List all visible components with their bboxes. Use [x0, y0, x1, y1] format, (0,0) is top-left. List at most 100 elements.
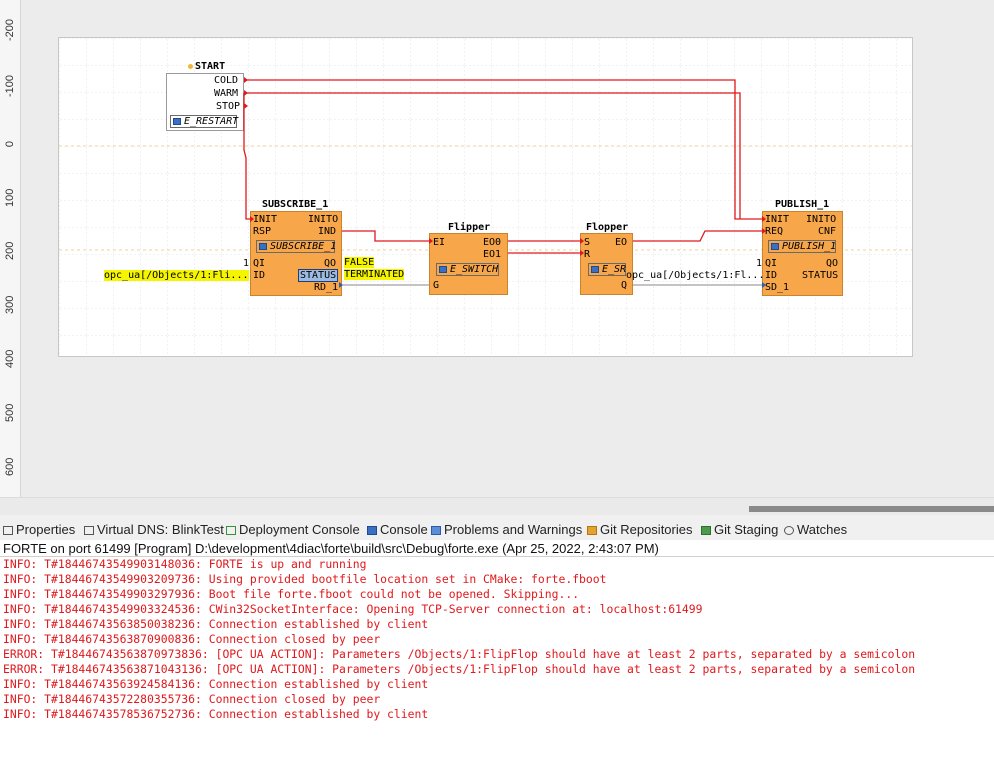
tab-console[interactable]: Console [367, 522, 428, 537]
fb-type-icon [173, 118, 181, 125]
event-pin-marker [244, 103, 248, 109]
start-event-stop[interactable]: STOP [216, 101, 241, 112]
subscribe-output-ind[interactable]: IND [318, 226, 337, 237]
horizontal-scrollbar-thumb[interactable] [749, 506, 994, 512]
publish-type-box[interactable]: PUBLISH_1 [768, 240, 836, 253]
subscribe-status-watch: TERMINATED [344, 269, 405, 280]
start-event-cold[interactable]: COLD [214, 75, 239, 86]
git-staging-icon [701, 526, 711, 535]
subscribe-type-box[interactable]: SUBSCRIBE_1 [256, 240, 336, 253]
publish-block[interactable] [762, 211, 843, 296]
flopper-output-eo[interactable]: EO [615, 237, 628, 248]
connection-flopper-eo-to-publish-req[interactable] [633, 230, 762, 242]
event-pin-marker [762, 216, 766, 222]
publish-output-status[interactable]: STATUS [802, 270, 839, 281]
console-line: INFO: T#18446743549903297936: Boot file … [3, 587, 580, 601]
subscribe-output-status[interactable]: STATUS [298, 269, 339, 282]
start-type-label: E_RESTART [184, 116, 239, 127]
console-process-header: FORTE on port 61499 [Program] D:\develop… [0, 540, 994, 557]
console-line: INFO: T#18446743549903324536: CWin32Sock… [3, 602, 703, 616]
publish-input-req[interactable]: REQ [765, 226, 784, 237]
tab-git-repositories[interactable]: Git Repositories [587, 522, 692, 537]
virtual-dns-icon [84, 526, 94, 535]
event-pin-marker [762, 228, 766, 234]
publish-output-qo[interactable]: QO [826, 258, 839, 269]
properties-icon [3, 526, 13, 535]
subscribe-output-rd1[interactable]: RD_1 [314, 282, 339, 293]
subscribe-output-qo[interactable]: QO [324, 258, 337, 269]
watches-icon [784, 526, 794, 535]
console-line: INFO: T#18446743563850038236: Connection… [3, 617, 429, 631]
tab-virtual-dns[interactable]: Virtual DNS: BlinkTest [84, 522, 224, 537]
event-pin-marker [580, 238, 584, 244]
publish-input-id[interactable]: ID [765, 270, 778, 281]
subscribe-input-rsp[interactable]: RSP [253, 226, 272, 237]
subscribe-input-init[interactable]: INIT [253, 214, 278, 225]
problems-icon [431, 526, 441, 535]
flipper-type-box[interactable]: E_SWITCH [436, 263, 499, 276]
console-output[interactable]: INFO: T#18446743549903148036: FORTE is u… [0, 557, 994, 766]
fb-type-icon [259, 243, 267, 250]
connection-ind-to-flipper-ei[interactable] [342, 230, 429, 242]
tab-label: Deployment Console [239, 522, 360, 537]
flipper-input-g[interactable]: G [433, 280, 440, 291]
tab-git-staging[interactable]: Git Staging [701, 522, 778, 537]
console-line: ERROR: T#18446743563870973836: [OPC UA A… [3, 647, 916, 661]
flopper-input-r[interactable]: R [584, 249, 591, 260]
tab-label: Git Staging [714, 522, 779, 537]
flopper-output-q[interactable]: Q [621, 280, 628, 291]
tab-properties[interactable]: Properties [3, 522, 75, 537]
event-pin-marker [429, 238, 433, 244]
console-icon [367, 526, 377, 535]
connection-layer [243, 77, 766, 288]
flopper-input-s[interactable]: S [584, 237, 591, 248]
view-tab-bar: Properties Virtual DNS: BlinkTest Deploy… [0, 520, 994, 540]
tab-label: Git Repositories [600, 522, 693, 537]
start-type-box[interactable]: E_RESTART [170, 115, 239, 128]
tab-deployment-console[interactable]: Deployment Console [226, 522, 360, 537]
event-pin-marker [580, 250, 584, 256]
console-line: INFO: T#18446743549903148036: FORTE is u… [3, 557, 367, 571]
subscribe-qi-value: 1 [243, 258, 250, 269]
console-line: INFO: T#18446743572280355736: Connection… [3, 692, 381, 706]
tab-watches[interactable]: Watches [784, 522, 847, 537]
connection-warm-to-subscribe-init[interactable] [243, 93, 250, 220]
subscribe-input-id[interactable]: ID [253, 270, 266, 281]
subscribe-output-inito[interactable]: INITO [308, 214, 339, 225]
start-icon [188, 62, 193, 73]
publish-output-cnf[interactable]: CNF [818, 226, 837, 237]
flopper-type-box[interactable]: E_SR [588, 263, 626, 276]
connection-cold-to-publish-init[interactable] [244, 79, 762, 220]
console-line: INFO: T#18446743563870900836: Connection… [3, 632, 381, 646]
publish-id-value[interactable]: opc_ua[/Objects/1:Fl... [626, 270, 765, 281]
tab-problems-and-warnings[interactable]: Problems and Warnings [431, 522, 582, 537]
subscribe-id-value[interactable]: opc_ua[/Objects/1:Fli... [104, 270, 249, 281]
fb-type-icon [591, 266, 599, 273]
flipper-output-eo1[interactable]: EO1 [483, 249, 502, 260]
publish-input-qi[interactable]: QI [765, 258, 778, 269]
flopper-type-label: E_SR [602, 264, 627, 275]
diagram-editor[interactable]: -200 -100 0 100 200 300 400 500 600 STAR… [0, 0, 994, 515]
event-pin-marker [244, 90, 248, 96]
git-repositories-icon [587, 526, 597, 535]
vertical-ruler: -200 -100 0 100 200 300 400 500 600 [0, 0, 21, 497]
data-pin-marker [339, 282, 343, 288]
console-line: INFO: T#18446743578536752736: Connection… [3, 707, 429, 721]
subscribe-title: SUBSCRIBE_1 [262, 199, 329, 210]
flopper-title: Flopper [586, 222, 629, 233]
publish-input-sd1[interactable]: SD_1 [765, 282, 790, 293]
start-title: START [195, 61, 226, 72]
tab-label: Console [380, 522, 428, 537]
event-pin-marker [250, 216, 254, 222]
connection-warm-to-publish-init[interactable] [244, 92, 741, 219]
start-event-warm[interactable]: WARM [214, 88, 239, 99]
publish-input-init[interactable]: INIT [765, 214, 790, 225]
tab-label: Problems and Warnings [444, 522, 583, 537]
publish-output-inito[interactable]: INITO [806, 214, 837, 225]
horizontal-scrollbar[interactable] [0, 497, 994, 515]
flipper-output-eo0[interactable]: EO0 [483, 237, 502, 248]
flipper-input-ei[interactable]: EI [433, 237, 446, 248]
tab-label: Watches [797, 522, 848, 537]
fb-type-icon [439, 266, 447, 273]
subscribe-input-qi[interactable]: QI [253, 258, 266, 269]
